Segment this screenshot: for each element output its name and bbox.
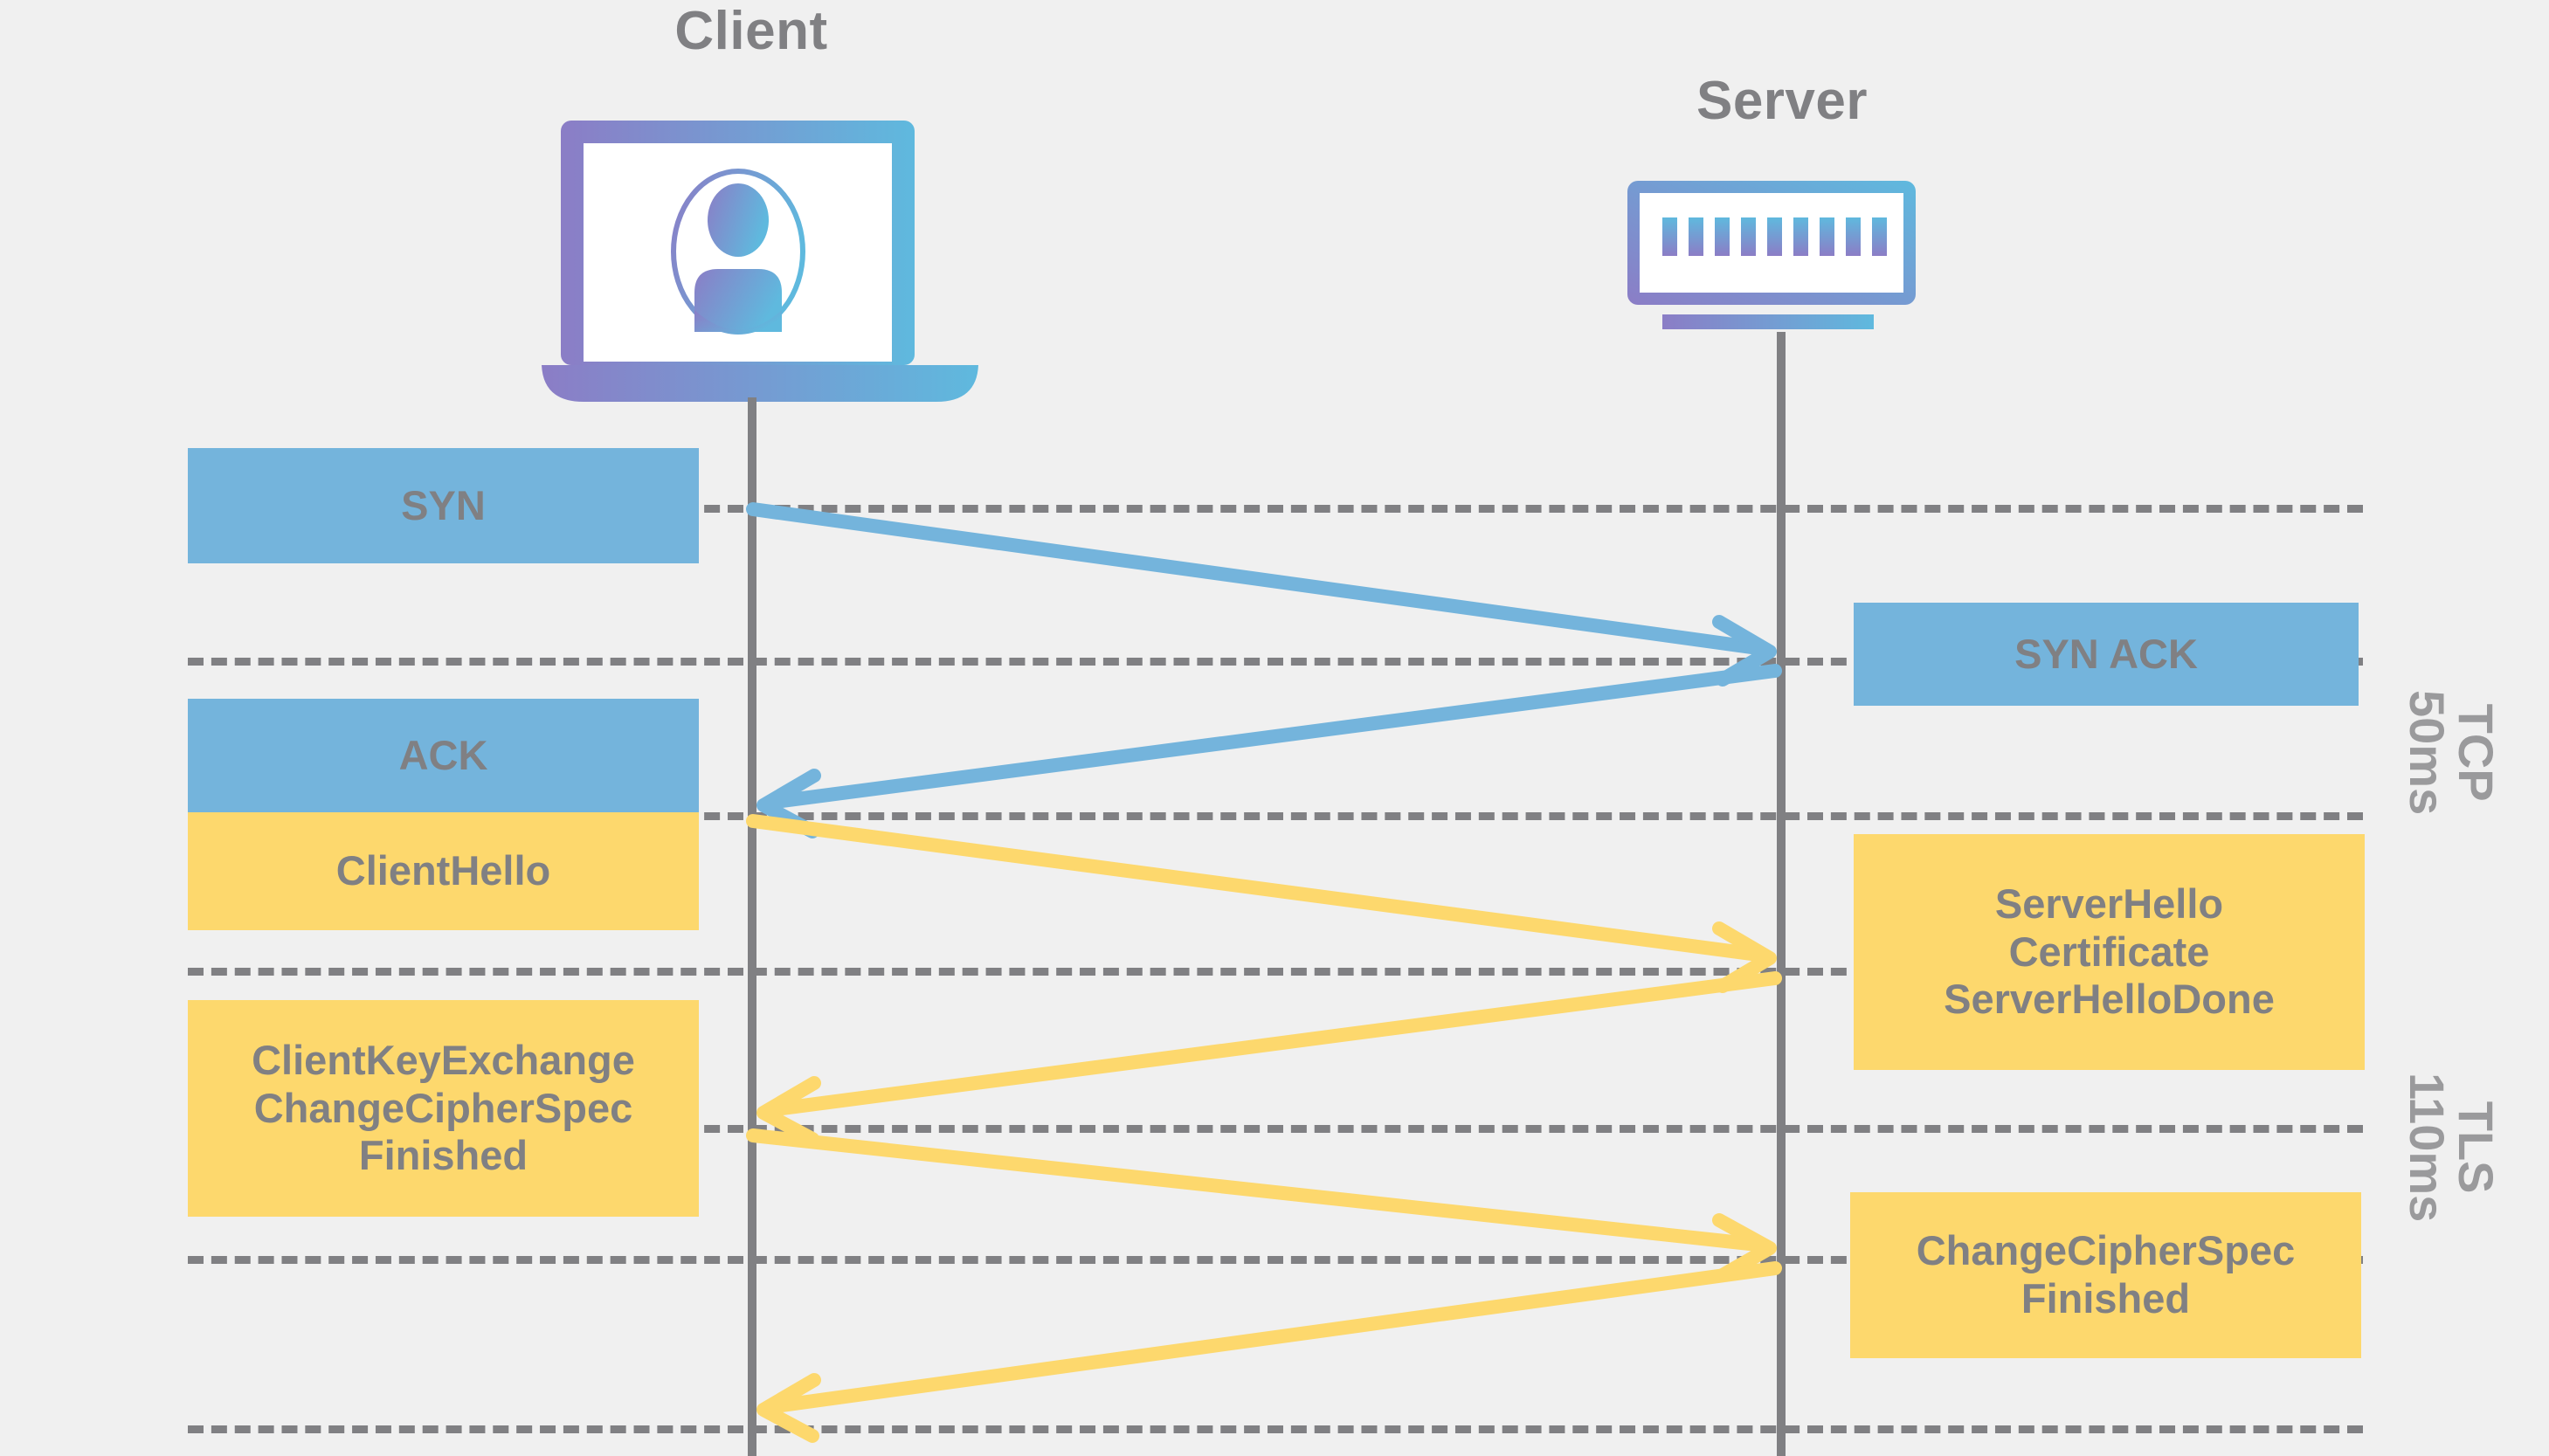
timeline-gridline	[188, 1256, 2363, 1264]
message-box-ack[interactable]: ACK	[188, 699, 699, 812]
phase-latency: 110ms	[2400, 1073, 2455, 1223]
message-box-server-change-cipher-spec[interactable]: ChangeCipherSpec Finished	[1850, 1192, 2361, 1358]
phase-protocol: TCP	[2449, 703, 2504, 802]
message-label: SYN ACK	[2014, 630, 2198, 677]
server-lifeline	[1777, 332, 1786, 1456]
arrow-server-change-cipher-spec	[756, 1261, 1782, 1443]
server-rack-icon	[1627, 181, 1916, 329]
laptop-user-icon	[542, 121, 978, 402]
client-lifeline	[748, 397, 756, 1456]
message-box-syn-ack[interactable]: SYN ACK	[1854, 603, 2359, 706]
message-label-line-1: ClientKeyExchange	[252, 1037, 635, 1084]
arrow-syn	[746, 502, 1777, 687]
message-label: ClientHello	[335, 847, 551, 894]
message-box-client-key-exchange[interactable]: ClientKeyExchange ChangeCipherSpec Finis…	[188, 1000, 699, 1217]
message-label-line-1: ChangeCipherSpec	[1916, 1227, 2296, 1274]
timeline-gridline	[188, 658, 2363, 666]
message-label-line-2: ChangeCipherSpec	[253, 1084, 633, 1131]
message-box-server-hello[interactable]: ServerHello Certificate ServerHelloDone	[1854, 834, 2365, 1070]
message-box-client-hello[interactable]: ClientHello	[188, 812, 699, 930]
arrow-syn-ack	[756, 664, 1782, 838]
client-title: Client	[674, 1, 828, 61]
message-box-syn[interactable]: SYN	[188, 448, 699, 563]
message-label-line-1: ServerHello	[1994, 880, 2224, 928]
arrow-client-key-exchange	[746, 1128, 1777, 1282]
message-label-line-3: Finished	[358, 1132, 528, 1179]
server-title: Server	[1696, 71, 1869, 131]
message-label: ACK	[398, 731, 488, 778]
phase-latency: 50ms	[2400, 690, 2455, 816]
message-label: SYN	[401, 481, 486, 528]
phase-label-tcp: TCP 50ms	[2400, 690, 2504, 816]
phase-label-tls: TLS 110ms	[2400, 1073, 2504, 1223]
arrow-client-hello	[746, 814, 1777, 993]
message-label-line-2: Finished	[2021, 1275, 2191, 1321]
message-label-line-2: Certificate	[2008, 928, 2210, 975]
phase-protocol: TLS	[2449, 1101, 2504, 1194]
message-label-line-3: ServerHelloDone	[1944, 976, 2275, 1023]
arrow-server-hello	[756, 971, 1782, 1146]
timeline-gridline	[188, 1425, 2363, 1433]
